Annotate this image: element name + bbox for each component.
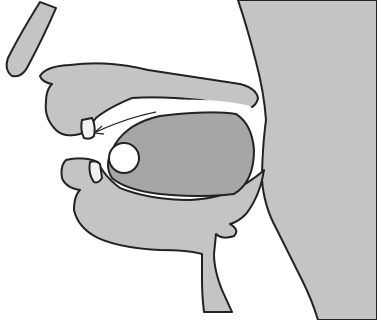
tongue-tip-bulb <box>109 143 139 173</box>
lower-tooth <box>90 161 103 182</box>
upper-tooth <box>81 118 94 139</box>
nose <box>7 2 56 76</box>
